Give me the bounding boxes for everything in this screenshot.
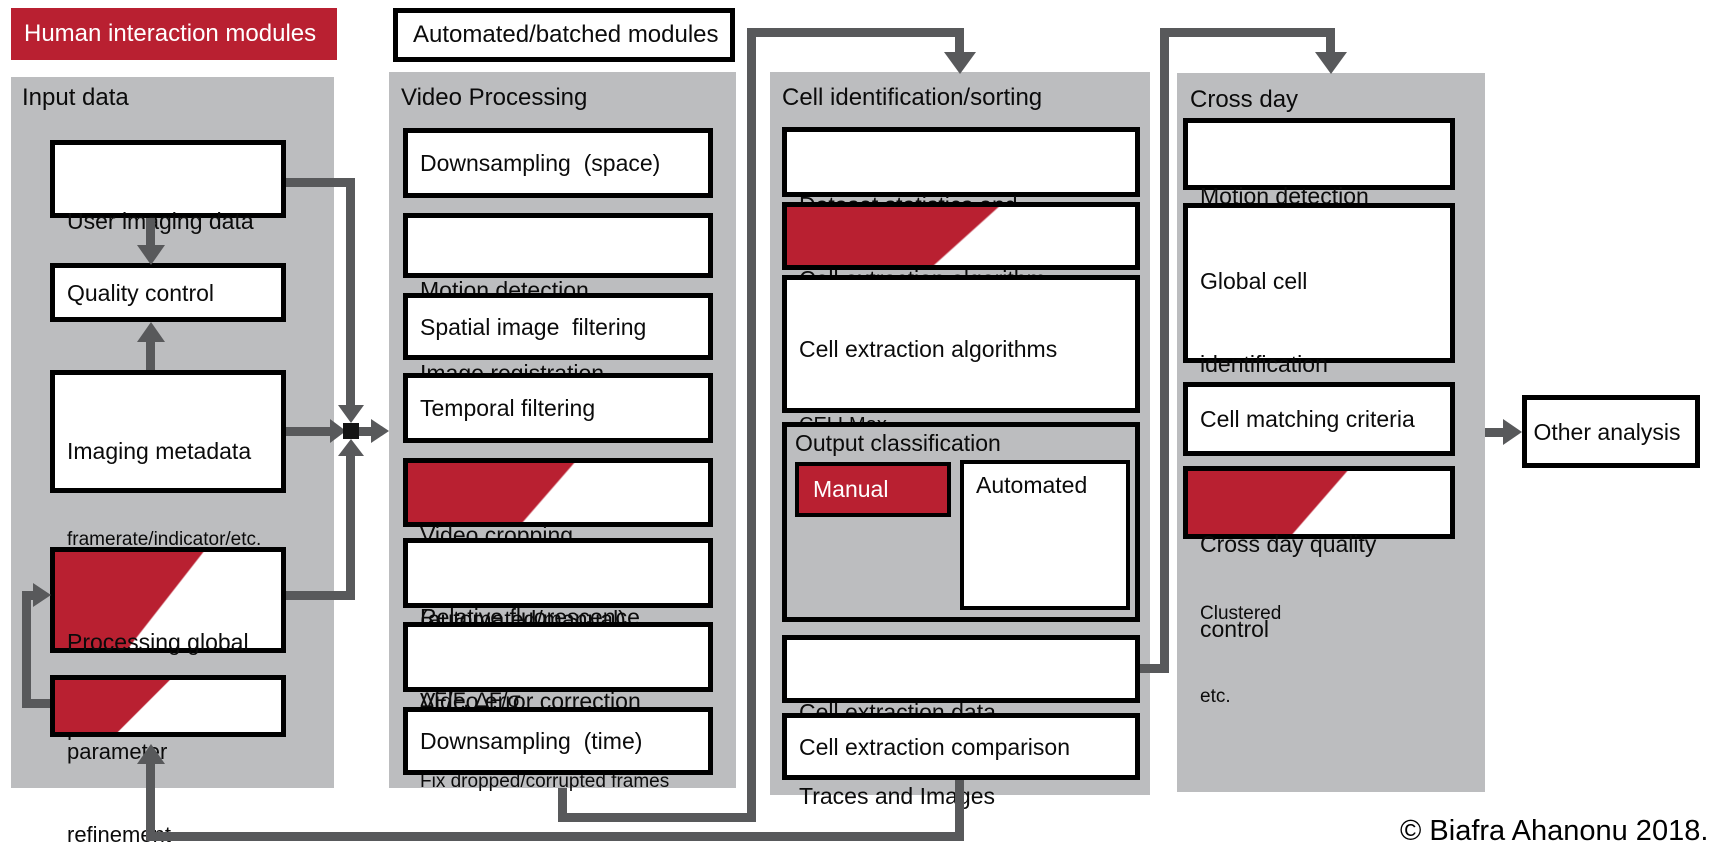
imaging-metadata-box: Imaging metadata framerate/indicator/etc…: [50, 370, 286, 628]
video-to-cell-entry-segment: [955, 28, 964, 54]
cross-day-title: Cross day: [1190, 86, 1299, 113]
global-cell-identification-box: Global cell identification Pairwise addi…: [1183, 203, 1455, 707]
cell-extraction-data-line2: Traces and Images: [799, 783, 996, 809]
procglobal-out-segment: [286, 591, 355, 600]
user-to-quality-line: [146, 218, 155, 248]
video-to-cell-vertical-segment: [747, 28, 756, 822]
cell-extraction-data-box: Cell extraction data Traces and Images: [782, 635, 1140, 809]
copyright-text: © Biafra Ahanonu 2018.: [1400, 815, 1709, 847]
crossday-qc-line2: control: [1200, 616, 1270, 642]
junction-bottom-segment: [346, 456, 355, 600]
downsampling-space-label: Downsampling (space): [420, 150, 661, 176]
motion-detection-box: Motion detection Image registration: [403, 213, 713, 386]
metadata-to-quality-line: [146, 340, 155, 370]
crossday-to-other-segment: [1485, 428, 1505, 437]
cell-matching-criteria-box: Cell matching criteria: [1183, 382, 1455, 456]
merge-junction-node: [343, 423, 359, 439]
junction-bottom-arrowhead: [338, 439, 364, 456]
cell-to-crossday-arrowhead: [1315, 52, 1347, 74]
cell-identification-title: Cell identification/sorting: [782, 84, 1043, 111]
video-processing-title: Video Processing: [401, 84, 588, 111]
processing-global-line1: Processing global: [67, 629, 249, 655]
parameter-refinement-line1: parameter: [67, 739, 168, 764]
cell-extraction-algorithms-title: Cell extraction algorithms: [799, 336, 1058, 362]
feedback-up-segment: [146, 763, 155, 841]
input-data-title: Input data: [22, 84, 129, 111]
parameter-refinement-box: parameter refinement: [50, 675, 286, 847]
legend-human-interaction-label: Human interaction modules: [24, 20, 317, 47]
global-cell-id-sub3: Clustered: [1200, 603, 1282, 624]
cell-to-crossday-vertical-segment: [1160, 28, 1169, 673]
imaging-metadata-line1: Imaging metadata: [67, 438, 252, 464]
downsampling-space-box: Downsampling (space): [403, 128, 713, 198]
global-cell-id-line1: Global cell: [1200, 268, 1308, 294]
spatial-filtering-label: Spatial image filtering: [420, 313, 647, 340]
user-to-quality-arrowhead: [137, 245, 165, 265]
cell-exit-segment: [1140, 664, 1169, 673]
junction-top-segment: [346, 178, 355, 406]
other-analysis-box: Other analysis: [1522, 395, 1700, 468]
cell-extraction-selection-box: Cell extraction algorithm selection: [782, 202, 1140, 376]
global-cell-id-line2: identification: [1200, 351, 1328, 377]
user-imaging-out-segment: [286, 178, 355, 187]
cell-extraction-algorithms-box: Cell extraction algorithms CELLMax PCA-I…: [782, 275, 1140, 661]
processing-global-parameter-box: Processing global parameter file: [50, 547, 286, 740]
crossday-motion-box: Motion detection Registration: [1183, 118, 1455, 294]
paramloop-top-segment: [22, 591, 36, 600]
paramloop-arrowhead: [33, 583, 51, 607]
dataset-statistics-box: Dataset statistics and metadata analysis: [782, 127, 1140, 302]
cell-to-crossday-top-segment: [1160, 28, 1335, 37]
junction-out-arrowhead: [371, 419, 389, 443]
user-imaging-data-box: User imaging data (xyt or xyzt): [50, 140, 286, 318]
automated-classification-label: Automated: [976, 472, 1088, 498]
imaging-metadata-sub1: framerate/indicator/etc.: [67, 529, 262, 550]
crossday-qc-line1: Cross day quality: [1200, 531, 1377, 557]
crossday-to-other-arrowhead: [1503, 419, 1522, 445]
legend-automated-batched: Automated/batched modules: [393, 8, 735, 62]
junction-left-arrowhead: [330, 419, 346, 443]
metadata-to-quality-arrowhead: [137, 322, 165, 342]
cell-matching-criteria-label: Cell matching criteria: [1200, 406, 1415, 432]
legend-automated-batched-label: Automated/batched modules: [413, 21, 719, 48]
video-error-correction-box: Video error correction Fix dropped/corru…: [403, 622, 713, 792]
legend-human-interaction: Human interaction modules: [11, 8, 337, 60]
video-exit-bottom-segment: [558, 813, 756, 822]
feedback-arrowhead: [137, 744, 165, 764]
manual-classification-label: Manual: [813, 476, 889, 502]
spatial-filtering-box: Spatial image filtering: [403, 293, 713, 360]
junction-out-segment: [359, 427, 373, 436]
paramloop-bottom-segment: [22, 699, 50, 708]
output-classification-title: Output classification: [795, 430, 1001, 456]
other-analysis-label: Other analysis: [1533, 418, 1681, 445]
comparison-exit-drop-segment: [955, 780, 964, 841]
manual-classification-box: Manual: [795, 462, 951, 517]
video-to-cell-arrowhead: [944, 52, 976, 74]
relative-fluorescence-box: Relative fluorescence ΔF/F, ΔF/σ: [403, 538, 713, 712]
feedback-bottom-segment: [150, 832, 964, 841]
metadata-out-segment: [286, 427, 332, 436]
crossday-quality-control-box: Cross day quality control: [1183, 466, 1455, 642]
user-imaging-line1: User imaging data: [67, 208, 254, 234]
quality-control-label: Quality control: [67, 279, 215, 306]
cell-extraction-comparison-box: Cell extraction comparison: [782, 713, 1140, 780]
global-cell-id-sub4: etc.: [1200, 686, 1231, 707]
video-exit-drop-segment: [558, 788, 567, 822]
paramloop-vertical-segment: [22, 591, 31, 708]
cell-extraction-comparison-label: Cell extraction comparison: [799, 733, 1071, 760]
relative-fluorescence-line2: ΔF/F, ΔF/σ: [420, 689, 521, 712]
automated-classification-box: Automated: [960, 460, 1130, 610]
downsampling-time-box: Downsampling (time): [403, 707, 713, 775]
video-cropping-box: Video cropping (automated/manual): [403, 458, 713, 632]
junction-top-arrowhead: [338, 405, 364, 423]
downsampling-time-label: Downsampling (time): [420, 728, 643, 754]
video-to-cell-top-segment: [747, 28, 964, 37]
temporal-filtering-box: Temporal filtering: [403, 373, 713, 443]
quality-control-box: Quality control: [50, 263, 286, 322]
video-error-correction-sub1: Fix dropped/corrupted frames: [420, 771, 670, 792]
cell-to-crossday-entry-segment: [1326, 28, 1335, 54]
temporal-filtering-label: Temporal filtering: [420, 395, 596, 421]
